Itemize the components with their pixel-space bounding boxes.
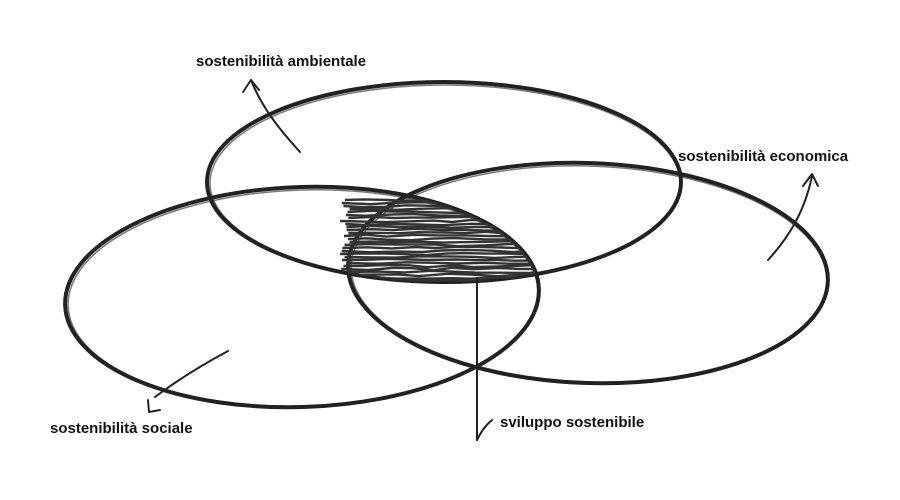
arrow-ambientale [242,79,301,153]
arrow-economica [767,173,819,261]
label-sostenibilita-ambientale: sostenibilità ambientale [196,53,367,70]
circle-economica [346,160,830,386]
circle-sociale [63,184,541,410]
label-sostenibilita-sociale: sostenibilità sociale [50,420,193,437]
intersection-hatch [340,197,543,282]
label-sviluppo-sostenibile: sviluppo sostenibile [500,414,645,431]
arrow-sviluppo [476,277,493,441]
label-sostenibilita-economica: sostenibilità economica [678,148,849,165]
arrow-sociale [147,350,229,413]
